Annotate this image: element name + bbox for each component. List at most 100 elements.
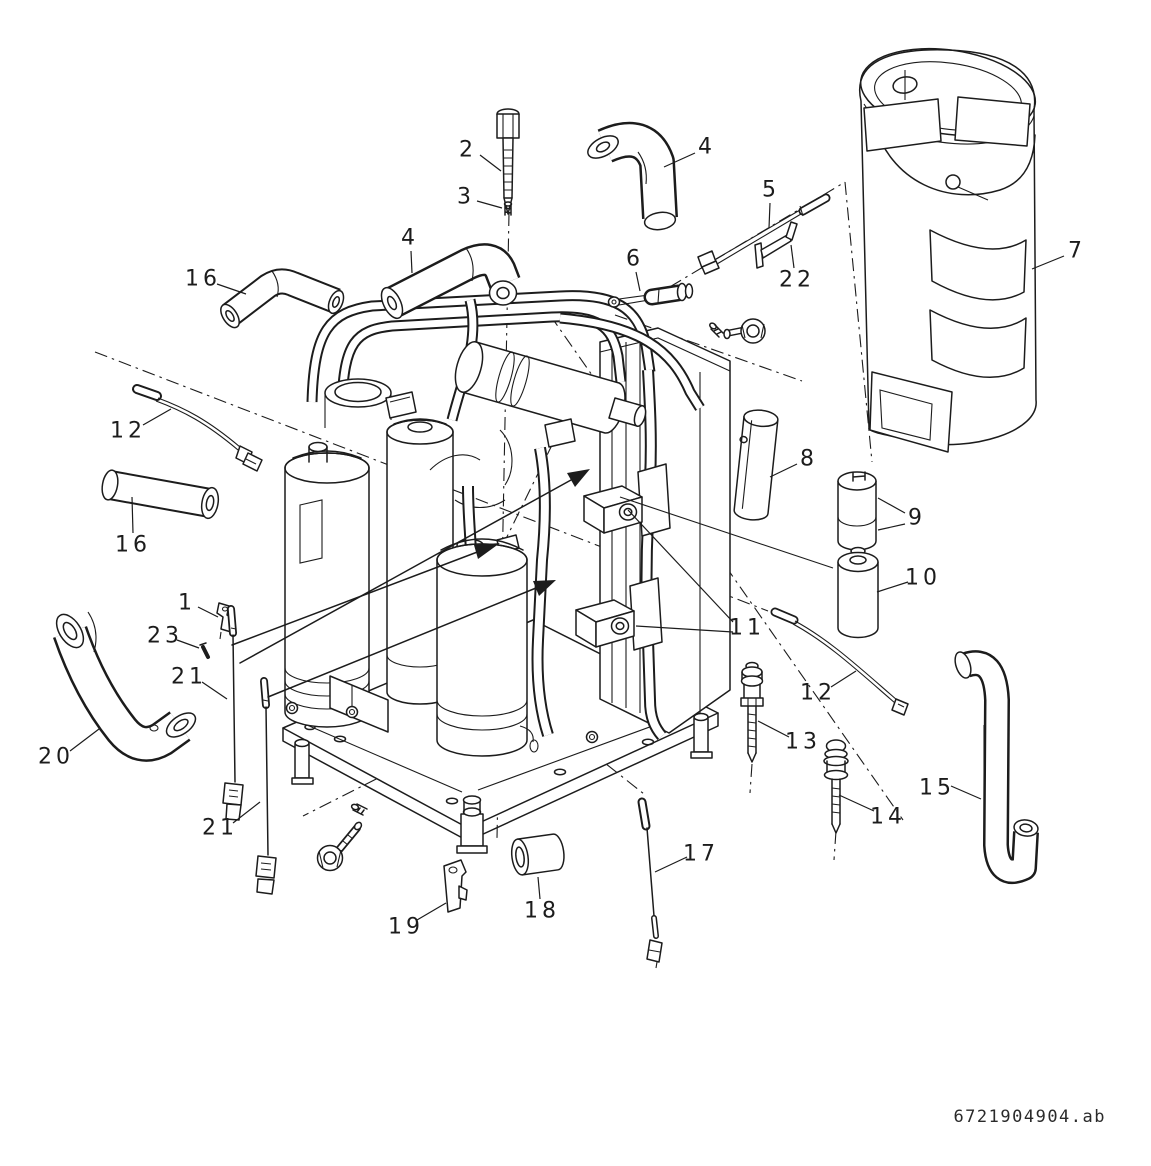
foot-right — [690, 712, 713, 759]
callout-label-23-26: 23 — [147, 624, 183, 649]
callout-leader-8 — [769, 463, 798, 478]
foot-left — [291, 738, 314, 785]
callout-leader-16 — [216, 283, 247, 295]
callout-label-21-23: 21 — [171, 665, 207, 690]
callout-leader-21 — [232, 801, 261, 824]
callout-label-22-25: 22 — [779, 268, 815, 293]
solenoid-valve-lower — [575, 577, 663, 651]
part-5-temp-sensor-cable — [697, 193, 831, 275]
part-16-insulation-elbow — [220, 268, 345, 329]
compressor-cylinder — [436, 485, 539, 757]
part-12-temp-sensor-right — [770, 607, 909, 716]
part-23-pin — [199, 642, 210, 659]
callout-label-18-20: 18 — [524, 899, 560, 924]
part-7-insulation-jacket — [858, 47, 1037, 453]
part-2-union-bolt-top — [496, 108, 520, 215]
callout-leader-9 — [877, 497, 906, 514]
callout-label-16-17: 16 — [185, 267, 221, 292]
callout-leader-4 — [663, 152, 696, 168]
callout-label-21-24: 21 — [202, 816, 238, 841]
compressor-top-cap — [324, 378, 417, 428]
callout-leader-18 — [537, 876, 541, 900]
part-22-clip — [754, 221, 798, 269]
part-2-union-bolt-mid — [723, 318, 766, 344]
callout-leader-21 — [201, 681, 228, 700]
solenoid-valve-upper — [583, 463, 671, 537]
filter-drier — [454, 341, 647, 434]
callout-leader-16 — [131, 496, 134, 534]
callout-leader-4 — [410, 250, 413, 274]
callout-label-17-19: 17 — [683, 842, 719, 867]
part-6-pressure-sensor — [607, 282, 694, 308]
part-9-solenoid-coil — [837, 471, 877, 556]
foot-front — [456, 795, 488, 854]
part-15-pipe — [954, 650, 1039, 884]
callout-label-11-11: 11 — [729, 616, 765, 641]
callout-leader-10 — [876, 581, 909, 593]
callout-label-1-0: 1 — [178, 591, 196, 616]
callout-label-8-8: 8 — [800, 447, 818, 472]
part-19-clamp — [443, 859, 468, 913]
part-13-service-valve — [740, 661, 764, 763]
part-14-service-valve — [823, 739, 849, 834]
part-16-insulation-straight — [101, 469, 220, 520]
part-12-temp-sensor-left — [132, 384, 263, 472]
callout-label-9-9: 9 — [908, 506, 926, 531]
callout-leader-20 — [69, 728, 100, 752]
part-21-sensor-cable-b — [255, 677, 277, 895]
part-21-sensor-cable-a — [222, 605, 244, 821]
callout-leader-11 — [635, 625, 734, 633]
callout-leader-6 — [635, 271, 641, 292]
callout-label-7-7: 7 — [1068, 239, 1086, 264]
callout-label-12-12: 12 — [110, 419, 146, 444]
mounting-hardware — [285, 675, 599, 744]
callout-leader-12 — [142, 408, 172, 426]
callout-label-3-2: 3 — [457, 185, 475, 210]
main-assembly — [282, 290, 731, 854]
part-3-grub-screw-mid — [709, 322, 724, 338]
callout-leader-22 — [790, 244, 795, 269]
callout-label-6-6: 6 — [626, 247, 644, 272]
accumulator-cylinder — [284, 441, 370, 728]
callout-leader-23 — [176, 639, 200, 649]
callout-leader-11 — [627, 509, 734, 623]
callout-leader-19 — [416, 902, 447, 921]
callout-label-15-16: 15 — [919, 776, 955, 801]
callout-label-13-14: 13 — [785, 730, 821, 755]
callout-label-16-18: 16 — [115, 533, 151, 558]
document-id: 6721904904.ab — [953, 1107, 1106, 1127]
callout-leader-12 — [830, 670, 857, 688]
part-17-temp-sensor-long — [637, 797, 663, 969]
part-4-insulation-elbow-left — [380, 243, 521, 320]
callout-leader-13 — [757, 720, 790, 738]
callout-label-12-13: 12 — [800, 681, 836, 706]
part-3-grub-screw-top — [503, 201, 513, 216]
callout-leader-1 — [197, 606, 219, 618]
callout-label-10-10: 10 — [905, 566, 941, 591]
callout-label-2-1: 2 — [459, 138, 477, 163]
callout-leader-5 — [768, 202, 771, 229]
part-2-union-bolt-bottom — [316, 821, 363, 872]
callout-leader-7 — [1031, 255, 1065, 270]
part-4-insulation-elbow-top — [587, 121, 678, 231]
callout-label-4-4: 4 — [698, 135, 716, 160]
part-3-grub-screw-bottom — [350, 803, 368, 816]
callout-leader-15 — [950, 785, 982, 800]
vertical-pipes — [531, 369, 667, 740]
callout-label-14-15: 14 — [870, 805, 906, 830]
callout-leader-14 — [838, 794, 875, 812]
part-8-insulation-sleeve — [733, 409, 779, 521]
callout-leader-2 — [479, 154, 502, 172]
part-18-insulation-sleeve — [510, 833, 565, 876]
callout-leader-9 — [877, 523, 906, 531]
callout-leader-17 — [654, 856, 688, 873]
direction-arrows — [231, 469, 834, 698]
callout-label-20-22: 20 — [38, 745, 74, 770]
part-20-insulation-elbow-large — [52, 611, 197, 762]
callout-label-19-21: 19 — [388, 915, 424, 940]
callout-leader-3 — [476, 200, 503, 209]
callout-label-4-3: 4 — [401, 226, 419, 251]
